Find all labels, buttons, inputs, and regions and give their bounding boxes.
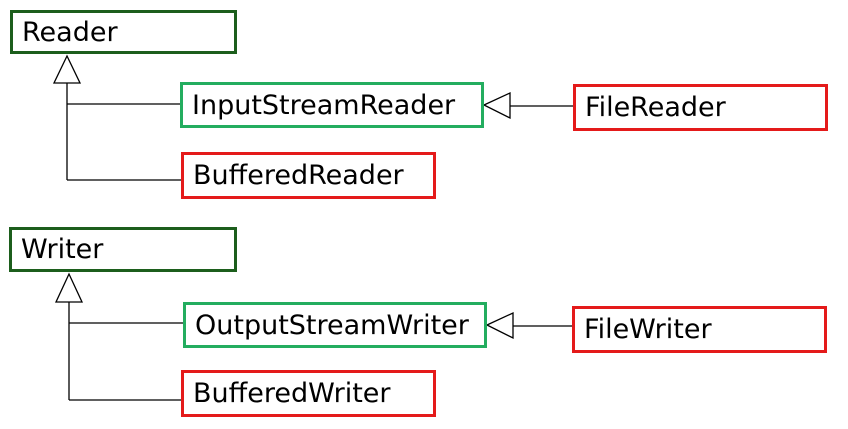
- inputstreamreader-class-label: InputStreamReader: [192, 89, 456, 121]
- inputstreamreader-inheritance-arrowhead: [482, 91, 511, 120]
- writer-inheritance-arrowhead: [54, 272, 84, 303]
- bufferedwriter-class-label: BufferedWriter: [193, 378, 391, 409]
- outputstreamwriter-class-box: OutputStreamWriter: [183, 302, 487, 348]
- reader-inheritance-arrowhead: [52, 54, 82, 84]
- writer-class-label: Writer: [21, 234, 104, 265]
- filewriter-class-label: FileWriter: [584, 314, 712, 345]
- bufferedreader-class-label: BufferedReader: [193, 160, 404, 191]
- outputstreamwriter-class-label: OutputStreamWriter: [195, 309, 469, 341]
- filereader-class-box: FileReader: [573, 84, 828, 131]
- filewriter-class-box: FileWriter: [572, 306, 827, 353]
- bufferedwriter-class-box: BufferedWriter: [181, 370, 436, 417]
- writer-class-box: Writer: [9, 227, 237, 272]
- outputstreamwriter-inheritance-arrowhead: [485, 311, 514, 340]
- inputstreamreader-class-box: InputStreamReader: [180, 82, 484, 128]
- reader-class-label: Reader: [22, 16, 118, 48]
- filereader-class-label: FileReader: [585, 92, 726, 123]
- reader-class-box: Reader: [10, 10, 237, 54]
- bufferedreader-class-box: BufferedReader: [181, 152, 436, 199]
